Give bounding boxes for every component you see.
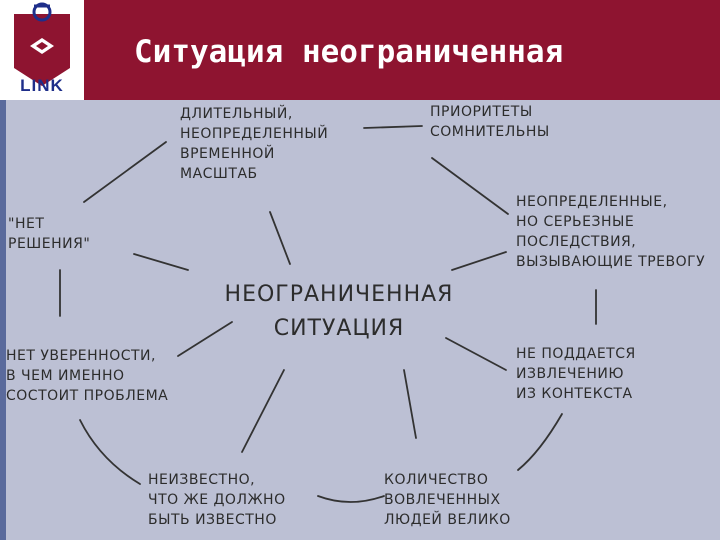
edge-center-context: [445, 337, 507, 371]
link-logo-icon: [14, 2, 70, 86]
edge-priorities-consequences: [431, 157, 509, 215]
diagram-center-node: неограниченная ситуация: [224, 282, 454, 341]
node-unknown: неизвестно, что же должно быть известно: [148, 472, 286, 528]
node-priorities: приоритеты сомнительны: [430, 104, 550, 140]
edge-context-people: [517, 413, 563, 471]
left-rail: [0, 100, 6, 540]
logo-text: LINK: [20, 76, 64, 95]
edge-people-unknown: [317, 495, 385, 503]
edge-center-nosolution: [133, 253, 189, 271]
edge-nosolution-longterm: [83, 141, 167, 203]
edge-center-unknown: [241, 369, 285, 453]
edge-unknown-uncertainty: [79, 419, 141, 485]
edge-center-people: [403, 369, 417, 439]
node-consequences: неопределенные, но серьезные последствия…: [516, 194, 706, 270]
node-uncertainty: нет уверенности, в чем именно состоит пр…: [6, 348, 169, 404]
slide-header: [0, 0, 720, 100]
logo: LINK: [0, 0, 84, 100]
node-people: количество вовлеченных людей велико: [384, 472, 511, 528]
diagram-panel: [0, 100, 720, 540]
edge-center-consequences: [451, 251, 507, 271]
node-long-term: длительный, неопределенный временной мас…: [180, 106, 329, 182]
edge-center-uncertainty: [177, 321, 233, 357]
node-context: не поддается извлечению из контекста: [516, 346, 636, 402]
edge-longterm-priorities: [363, 125, 423, 129]
slide-title: Ситуация неограниченная: [134, 34, 564, 70]
edge-center-longterm: [269, 211, 291, 265]
node-no-solution: "нет решения": [8, 216, 91, 252]
